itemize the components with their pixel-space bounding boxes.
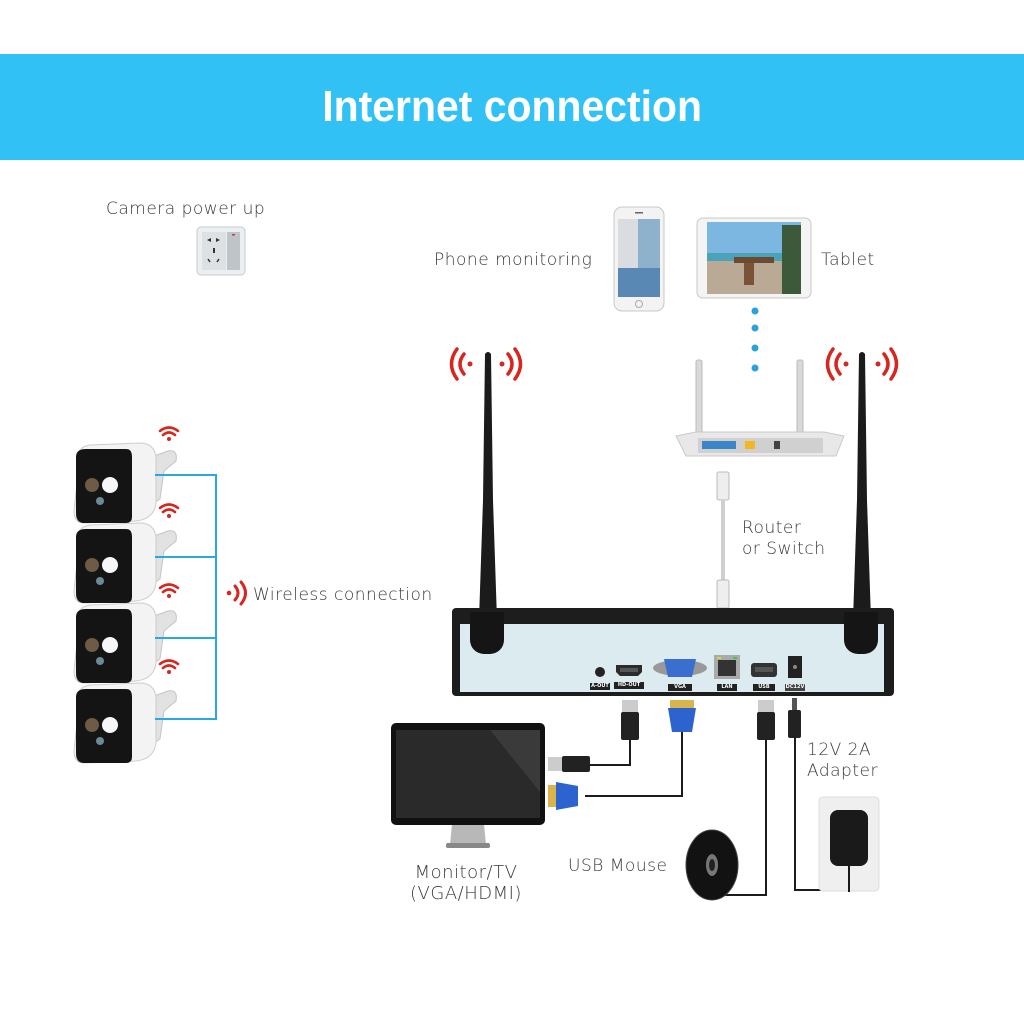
wireless-signal-icon [225,580,251,606]
camera-link-line [155,556,216,558]
port-label: VGA [668,684,692,691]
power-adapter-icon [818,796,880,892]
ethernet-cable [715,470,731,610]
port-label: DC12V [785,684,805,691]
page-title: Internet connection [322,82,702,131]
adapter-label-line1: 12V 2A [807,740,872,760]
mouse-label: USB Mouse [568,856,668,876]
usb-mouse-cable [712,740,767,896]
hdmi-plug-top [621,700,639,740]
nvr-antenna-left [476,350,500,655]
monitor-label: Monitor/TV (VGA/HDMI) [410,862,522,904]
antenna-base [470,612,504,654]
monitor-label-line2: (VGA/HDMI) [410,883,522,904]
wifi-icon [157,658,181,676]
port-label: LAN [717,684,737,691]
nvr-recorder [452,608,894,696]
camera-link-line [155,637,216,639]
adapter-label: 12V 2A Adapter [807,740,878,782]
router-icon [675,356,846,462]
dc-plug-top [788,698,801,738]
monitor-icon [390,722,546,850]
signal-waves-icon [446,346,526,382]
wireless-link-dots [750,306,760,376]
usb-plug-top [757,700,775,740]
camera-link-line [155,474,216,476]
router-label-line1: Router [742,518,802,538]
antenna-base [844,612,878,654]
port-label: A-OUT [590,683,610,690]
tablet-label: Tablet [821,250,875,270]
power-socket-icon [196,226,246,276]
port-hdmi: HD-OUT [614,662,644,690]
mouse-icon [684,828,740,902]
phone-icon [613,206,665,312]
camera-link-line [155,718,216,720]
header-banner: Internet connection [0,54,1024,160]
wifi-icon [157,582,181,600]
port-a-out: A-OUT [590,664,610,690]
hdmi-cable [588,740,631,766]
nvr-rear-panel [460,624,884,692]
port-lan: LAN [713,654,741,691]
router-label: Router or Switch [742,518,826,560]
vga-plug-side [548,782,578,810]
nvr-antenna-right [850,350,874,655]
port-vga: VGA [652,656,708,691]
signal-waves-icon [822,346,902,382]
port-usb: USB [750,660,778,691]
tablet-icon [696,217,812,299]
phone-label: Phone monitoring [434,250,593,270]
camera-power-label: Camera power up [106,199,266,219]
camera-bus-line [215,474,217,720]
usb-plug-side [548,756,590,772]
monitor-label-line1: Monitor/TV [414,862,518,883]
vga-plug-top [668,700,696,732]
port-label: USB [753,684,775,691]
adapter-label-line2: Adapter [807,761,878,781]
wifi-icon [157,425,181,443]
vga-cable [585,730,683,797]
port-dc12v: DC12V [785,650,805,691]
port-label: HD-OUT [614,682,644,689]
router-label-line2: or Switch [742,539,826,559]
wifi-icon [157,502,181,520]
wireless-label: Wireless connection [253,585,433,605]
